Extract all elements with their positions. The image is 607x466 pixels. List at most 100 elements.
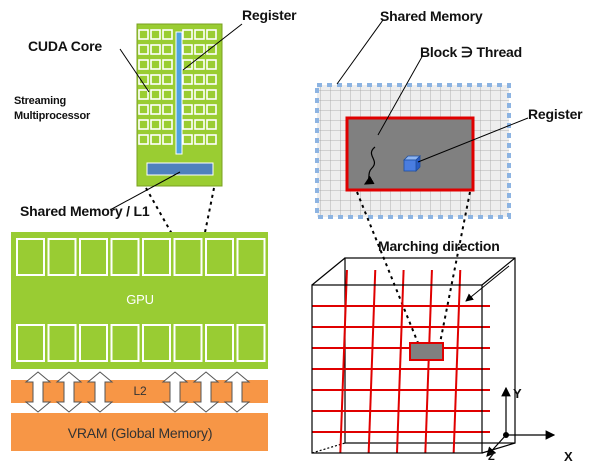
thread-block	[345, 116, 475, 192]
cuda-core	[162, 119, 173, 130]
cuda-core	[162, 104, 173, 115]
cuda-core	[182, 104, 193, 115]
shared-memory-label: Shared Memory	[380, 8, 483, 24]
gpu-sm-unit	[236, 238, 266, 276]
cuda-core	[162, 74, 173, 85]
gpu-sm-unit	[236, 324, 266, 362]
cuda-core	[182, 29, 193, 40]
vram-label: VRAM (Global Memory)	[67, 425, 213, 441]
gpu-sm-unit	[47, 238, 77, 276]
cuda-core	[162, 59, 173, 70]
cuda-core	[182, 134, 193, 145]
cuda-core	[194, 134, 205, 145]
cuda-core	[194, 89, 205, 100]
gpu-sm-unit	[47, 324, 77, 362]
gpu-sm-row	[16, 238, 266, 276]
cuda-core	[206, 89, 217, 100]
grid-line	[367, 269, 377, 454]
gpu-sm-unit	[173, 238, 203, 276]
cuda-core	[206, 104, 217, 115]
register-right-label: Register	[528, 106, 583, 122]
cuda-core	[194, 44, 205, 55]
register-label: Register	[242, 7, 297, 23]
gpu-sm-unit	[110, 238, 140, 276]
shared-memory-leader-line	[336, 19, 384, 85]
cuda-core	[194, 74, 205, 85]
cuda-core	[182, 44, 193, 55]
sm-register-bar	[175, 31, 183, 155]
coordinate-axes	[486, 386, 556, 457]
register-cube	[403, 155, 421, 172]
cuda-core	[150, 74, 161, 85]
grid-line	[424, 269, 433, 454]
sm-shared-memory-bar	[146, 162, 214, 176]
zoom-line	[356, 191, 419, 344]
cuda-core	[206, 44, 217, 55]
gpu-block	[11, 232, 268, 369]
gpu-label: GPU	[126, 292, 154, 307]
thread-squiggle	[363, 146, 376, 185]
l2-arrow	[55, 371, 83, 413]
cuda-core	[150, 89, 161, 100]
gpu-sm-unit	[142, 238, 171, 276]
gpu-sm-unit	[16, 324, 45, 362]
cuda-core	[182, 119, 193, 130]
grid-line	[339, 269, 348, 454]
cuda-core	[182, 74, 193, 85]
cuda-core-leader-line	[119, 48, 150, 93]
axis-z-label: Z	[488, 451, 495, 463]
vram-block	[11, 413, 268, 451]
cuda-core	[138, 29, 149, 40]
cuda-core	[206, 29, 217, 40]
l2-arrow	[223, 371, 251, 413]
block-thread-label: Block ∋ Thread	[420, 44, 522, 60]
l2-arrows	[24, 371, 251, 413]
cuda-core	[150, 104, 161, 115]
register-right-leader-line	[417, 117, 529, 163]
axis-y-label: Y	[513, 386, 522, 401]
cuda-core	[206, 119, 217, 130]
volume-box	[311, 257, 516, 454]
cuda-core	[162, 44, 173, 55]
cuda-core	[138, 44, 149, 55]
cuda-core	[150, 119, 161, 130]
cuda-core	[162, 134, 173, 145]
volume-grid	[312, 269, 490, 454]
gpu-sm-unit	[142, 324, 171, 362]
cuda-core-label: CUDA Core	[28, 38, 102, 54]
marching-direction-label: Marching direction	[378, 238, 500, 254]
cuda-core	[162, 29, 173, 40]
streaming-mp-label-line2: Multiprocessor	[14, 110, 91, 122]
shared-memory-l1-label: Shared Memory / L1	[20, 203, 150, 219]
gpu-sm-unit	[79, 238, 108, 276]
streaming-mp-label-line1: Streaming	[14, 95, 66, 107]
cuda-core	[206, 74, 217, 85]
marching-slab	[409, 342, 444, 361]
cuda-core	[206, 59, 217, 70]
l2-arrow	[86, 371, 114, 413]
marching-direction-arrow	[465, 265, 510, 302]
streaming-multiprocessor	[136, 23, 223, 187]
register-leader-line	[182, 23, 243, 71]
l2-label: L2	[133, 384, 147, 398]
l2-arrow	[24, 371, 52, 413]
gpu-sm-unit	[79, 324, 108, 362]
cuda-core	[194, 119, 205, 130]
cuda-core	[150, 59, 161, 70]
cuda-core	[138, 89, 149, 100]
grid-line	[396, 269, 405, 454]
cuda-core	[150, 44, 161, 55]
cuda-core	[182, 59, 193, 70]
gpu-sm-unit	[205, 324, 234, 362]
cuda-core	[194, 29, 205, 40]
gpu-sm-unit	[110, 324, 140, 362]
cuda-core	[194, 59, 205, 70]
cuda-core	[138, 104, 149, 115]
cuda-core	[138, 134, 149, 145]
cuda-core	[194, 104, 205, 115]
cuda-core	[206, 134, 217, 145]
cuda-core	[162, 89, 173, 100]
shared-memory-grid	[315, 83, 511, 219]
zoom-line	[439, 191, 471, 344]
